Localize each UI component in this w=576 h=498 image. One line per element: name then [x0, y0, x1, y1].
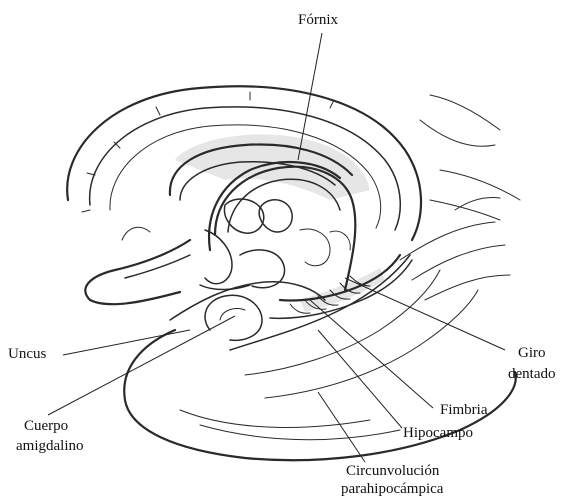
giro-dentado-leader [345, 278, 505, 350]
label-uncus: Uncus [8, 346, 46, 363]
label-cuerpo-amigdalino-line1: Cuerpo [24, 418, 68, 435]
uncus-leader [63, 330, 190, 355]
label-hipocampo: Hipocampo [403, 425, 473, 442]
label-circunvolucion-line1: Circunvolución [346, 463, 439, 480]
cuerpo-amigdalino-leader [48, 316, 235, 415]
label-giro-dentado-line1: Giro [518, 345, 546, 362]
label-circunvolucion-line2: parahipocámpica [341, 481, 443, 498]
label-giro-dentado-line2: dentado [508, 366, 555, 383]
label-fimbria: Fimbria [440, 402, 488, 419]
label-cuerpo-amigdalino-line2: amigdalino [16, 438, 84, 455]
circunvolucion-leader [318, 392, 365, 462]
leader-lines [48, 33, 505, 462]
label-fornix: Fórnix [298, 12, 338, 29]
hipocampo-leader [318, 330, 402, 428]
